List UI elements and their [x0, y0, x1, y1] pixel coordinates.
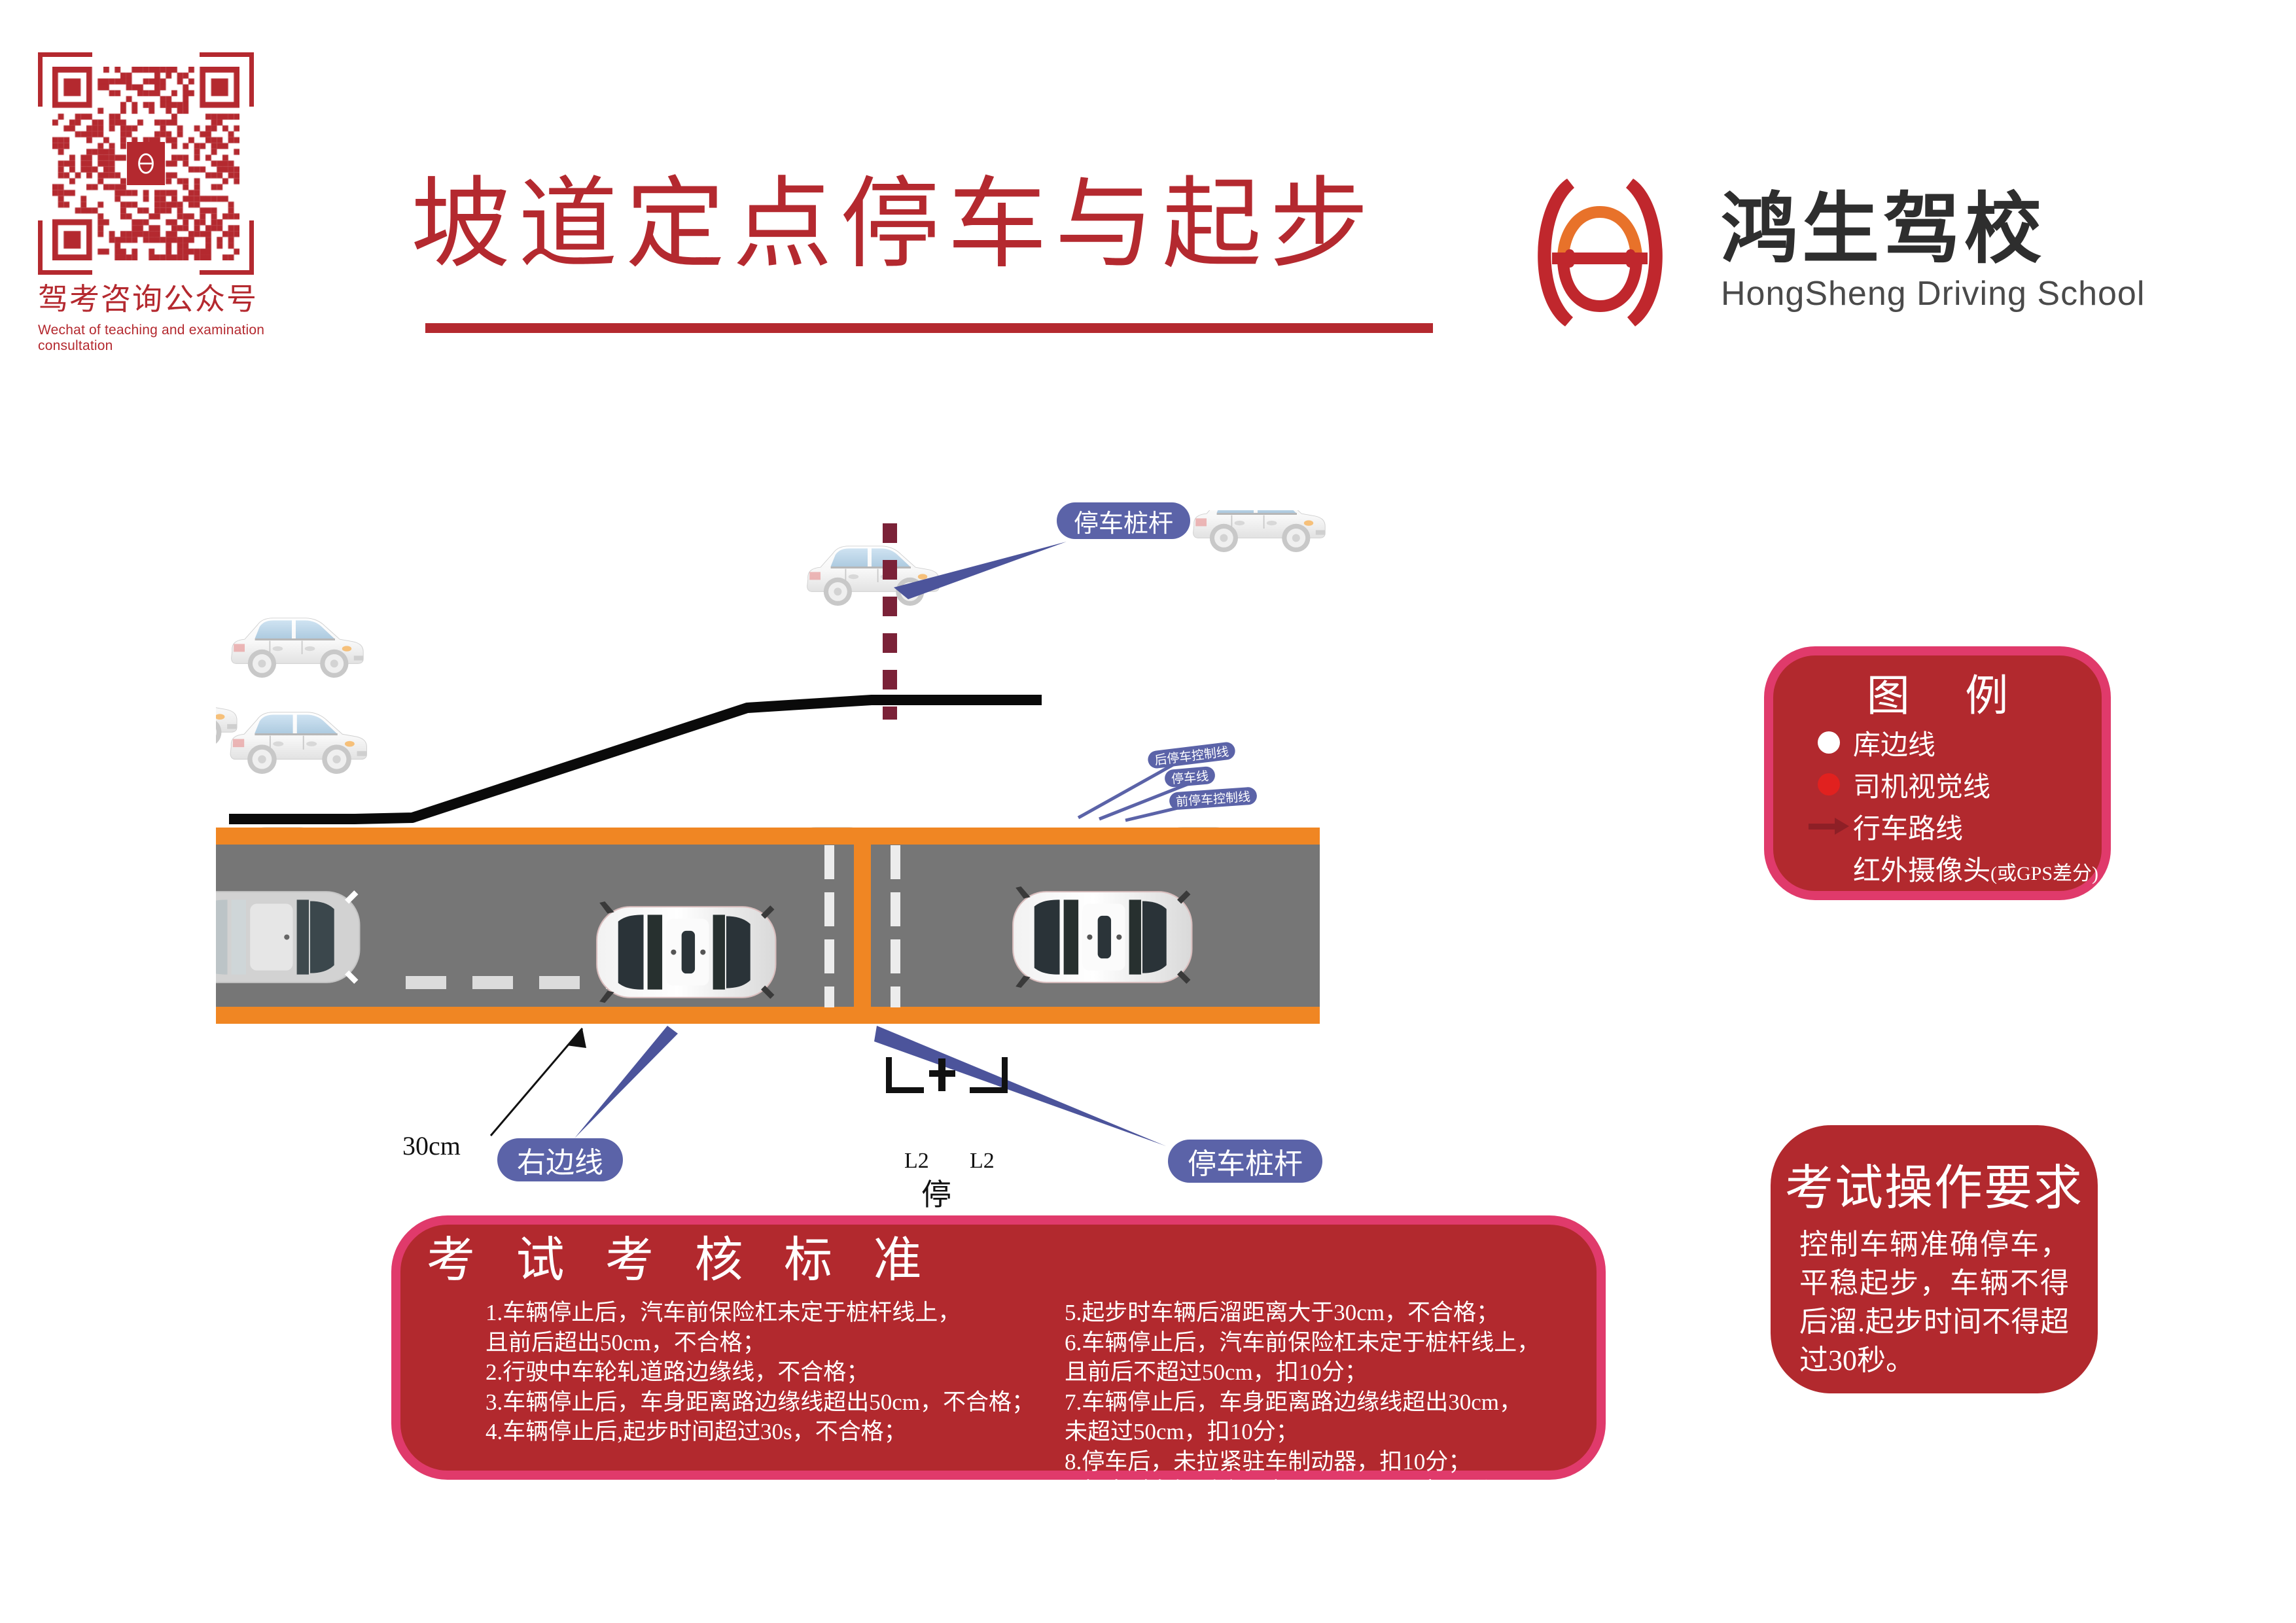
dimension-l2-right: L2: [970, 1149, 995, 1173]
top-pole-leader: [894, 542, 1067, 599]
page-title: 坡道定点停车与起步: [411, 170, 1377, 280]
brand-name-en: HongSheng Driving School: [1721, 275, 2146, 313]
qr-corner-top-left: [38, 52, 92, 107]
legend-item-红外摄像头: 红外摄像头(或GPS差分): [1805, 850, 2102, 886]
offset-leader-arrow: [489, 1028, 586, 1136]
standards-item: 5.起步时车辆后溜距离大于30cm，不合格；: [1065, 1300, 1500, 1325]
standards-column-left: 1.车辆停止后，汽车前保险杠未定于桩杆线上， 且前后超出50cm，不合格； 2.…: [427, 1298, 1034, 1507]
legend-label: 红外摄像头: [1853, 856, 1991, 886]
stop-mark-label: 停: [921, 1178, 951, 1212]
standards-item: 7.车辆停止后，车身距离路边缘线超出30cm，: [1065, 1389, 1523, 1415]
dimension-l2-left: L2: [904, 1149, 929, 1173]
diagram-canvas: [216, 510, 1326, 1146]
standards-title: 考 试 考 核 标 准: [427, 1234, 936, 1287]
title-underline-rule: [425, 323, 1433, 333]
hongsheng-logo-icon: [1538, 179, 1663, 326]
l2-bracket-marks: [886, 1057, 1008, 1093]
brand-name-cn: 鸿生驾校: [1721, 186, 2046, 273]
requirements-body: 控制车辆准确停车，平稳起步，车辆不得后溜.起步时间不得超过30秒。: [1799, 1229, 2069, 1376]
standards-column-right: 5.起步时车辆后溜距离大于30cm，不合格； 6.车辆停止后，汽车前保险杠未定于…: [1034, 1298, 1580, 1507]
qr-frame: [38, 52, 254, 275]
legend-sublabel: (或GPS差分): [1990, 862, 2099, 884]
exam-requirements-panel: 考试操作要求 控制车辆准确停车，平稳起步，车辆不得后溜.起步时间不得超过30秒。: [1771, 1125, 2098, 1393]
red-dot-icon: [1805, 773, 1853, 795]
legend-label: 库边线: [1853, 730, 1936, 761]
wechat-qr-block: 驾考咨询公众号 Wechat of teaching and examinati…: [38, 52, 267, 354]
legend-title: 图 例: [1866, 672, 2031, 720]
qr-center-logo-icon: [127, 142, 165, 185]
qr-caption-en: Wechat of teaching and examination consu…: [38, 323, 265, 353]
standards-item: 9.起步时车辆后溜距离10cm~30cm，扣10分。: [1065, 1478, 1517, 1504]
dimension-30cm: 30cm: [402, 1131, 461, 1161]
qr-corner-bottom-right: [200, 220, 254, 275]
top-view-road: [216, 828, 1320, 1024]
right-line-leader: [574, 1026, 678, 1138]
exam-standards-panel: 考 试 考 核 标 准 1.车辆停止后，汽车前保险杠未定于桩杆线上， 且前后超出…: [391, 1215, 1606, 1504]
standards-item: 1.车辆停止后，汽车前保险杠未定于桩杆线上，: [486, 1300, 961, 1325]
standards-item: 未超过50cm，扣10分；: [1065, 1419, 1299, 1444]
arrow-icon: [1805, 818, 1853, 835]
callout-parking-pole-top: 停车桩杆: [1057, 502, 1191, 539]
legend-label: 司机视觉线: [1853, 772, 1991, 803]
legend-item-司机视觉线: 司机视觉线: [1805, 767, 2102, 803]
slope-parking-diagram: 停车桩杆 右边线 停车桩杆 后停车控制线 停车线 前停车控制线 30cm L2 …: [216, 502, 1531, 1212]
qr-caption-cn: 驾考咨询公众号: [38, 282, 258, 316]
qr-corner-top-right: [200, 52, 254, 107]
standards-item: 且前后超出50cm，不合格；: [486, 1329, 766, 1355]
callout-parking-pole-bottom: 停车桩杆: [1168, 1140, 1322, 1183]
legend-item-库边线: 库边线: [1805, 725, 2102, 761]
white-dot-icon: [1805, 731, 1853, 754]
qr-corner-bottom-left: [38, 220, 92, 275]
standards-item: 6.车辆停止后，汽车前保险杠未定于桩杆线上，: [1065, 1329, 1540, 1355]
legend-label: 行车路线: [1853, 814, 1964, 845]
pole-leader: [874, 1026, 1166, 1146]
legend-panel: 图 例 库边线 司机视觉线 行车路线 红外摄像头(或GPS差分): [1764, 646, 2111, 900]
callout-right-line: 右边线: [497, 1138, 623, 1181]
brand-text: 鸿生驾校 HongSheng Driving School: [1721, 190, 2145, 313]
requirements-title: 考试操作要求: [1785, 1162, 2083, 1215]
standards-item: 4.车辆停止后,起步时间超过30s，不合格；: [486, 1419, 907, 1444]
legend-item-行车路线: 行车路线: [1805, 809, 2102, 845]
standards-item: 8.停车后，未拉紧驻车制动器，扣10分；: [1065, 1448, 1472, 1475]
standards-item: 2.行驶中车轮轧道路边缘线，不合格；: [486, 1359, 870, 1385]
standards-item: 3.车辆停止后，车身距离路边缘线超出50cm，不合格；: [486, 1389, 1035, 1415]
standards-item: 且前后不超过50cm，扣10分；: [1065, 1359, 1368, 1385]
brand-logo-block: 鸿生驾校 HongSheng Driving School: [1505, 167, 2145, 337]
